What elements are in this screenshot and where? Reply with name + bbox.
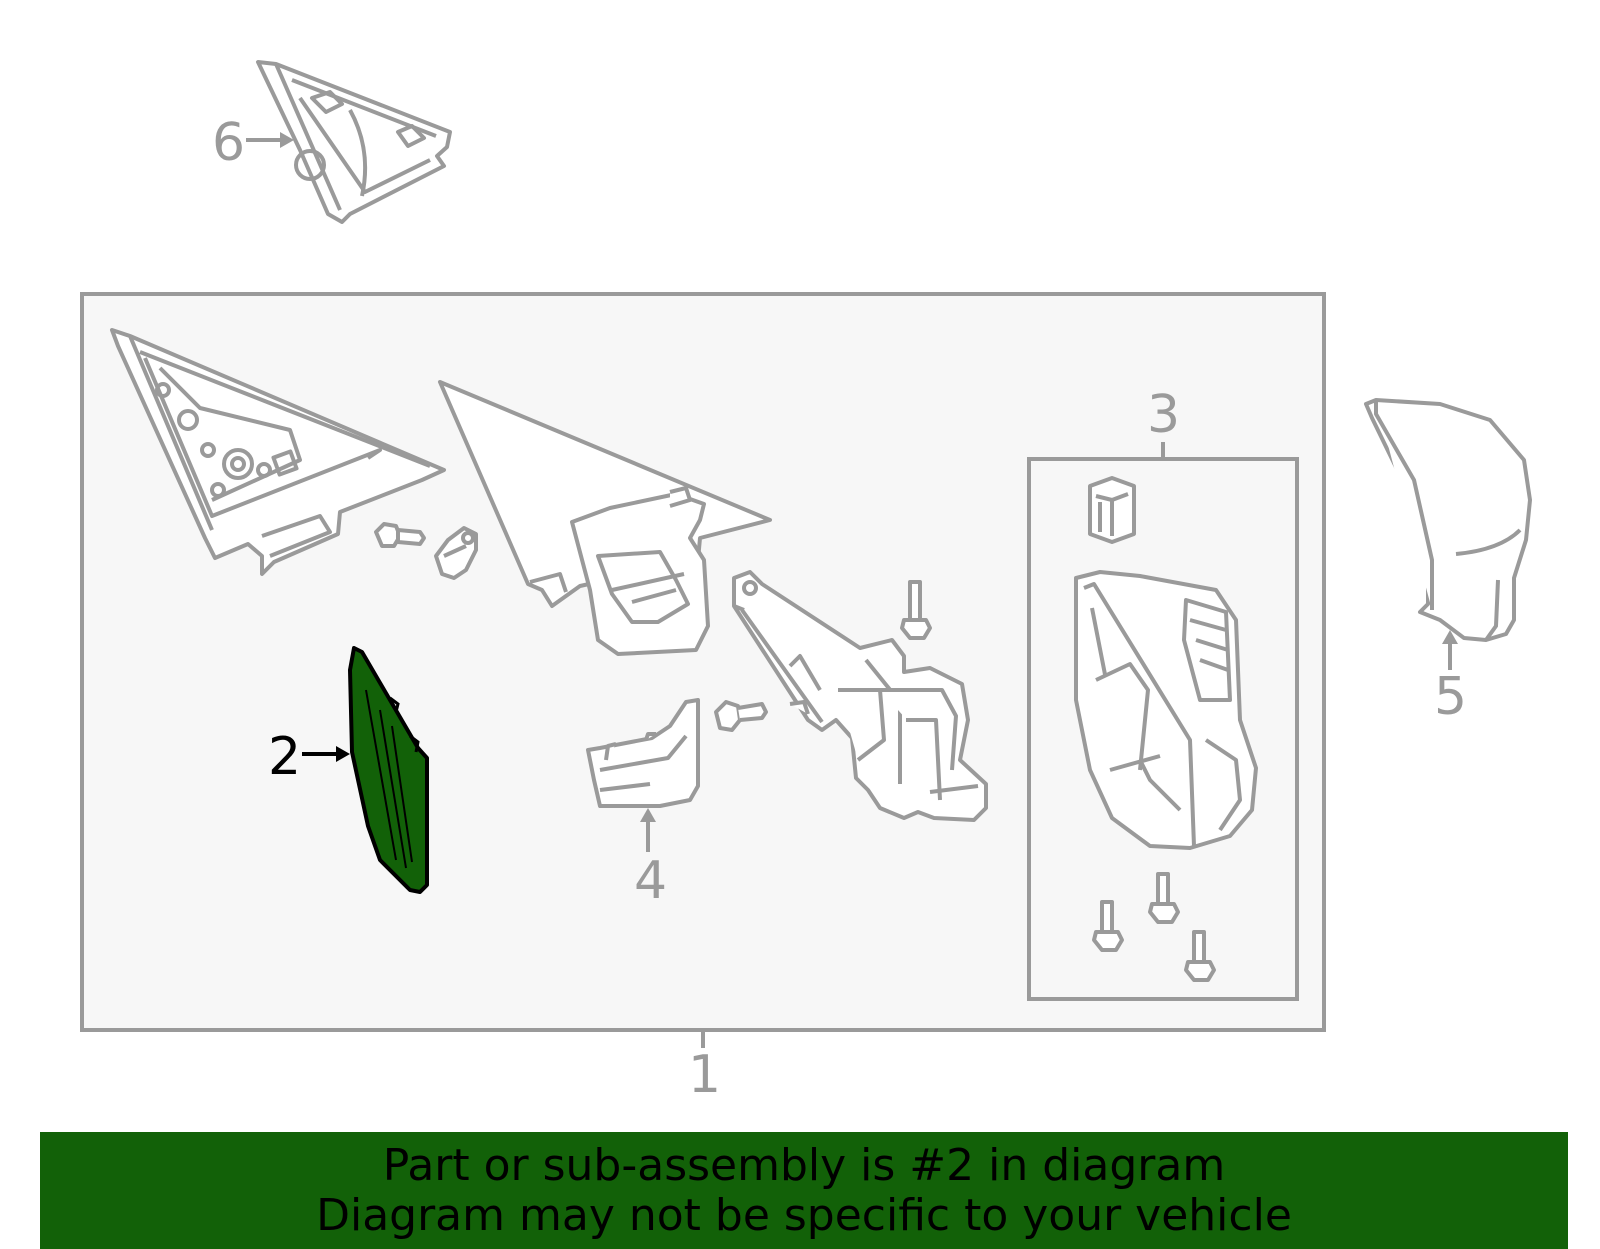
arrow-5-head — [1442, 630, 1458, 644]
part-4-lower-cover — [586, 698, 700, 808]
arrow-6-head — [280, 132, 294, 148]
part-6-corner-garnish — [256, 60, 452, 224]
clip — [434, 526, 478, 580]
screw-upright — [900, 580, 932, 640]
screws-box-3 — [1092, 872, 1216, 982]
callout-1: 1 — [688, 1045, 721, 1105]
part-corner-garnish — [110, 328, 446, 576]
part-3-housing — [1074, 476, 1258, 850]
screw-mid — [714, 700, 768, 732]
callout-3: 3 — [1147, 385, 1180, 445]
part-5-mirror-cap — [1364, 398, 1532, 642]
callout-4: 4 — [634, 851, 667, 911]
part-2-mirror-glass — [348, 646, 429, 894]
screw-small — [374, 522, 426, 548]
callout-2: 2 — [268, 727, 301, 787]
part-mirror-base — [438, 380, 772, 656]
part-actuator-bracket — [732, 570, 988, 822]
arrow-2-head — [336, 746, 350, 762]
callout-5: 5 — [1434, 667, 1467, 727]
banner-line-disclaimer: Diagram may not be specific to your vehi… — [316, 1189, 1292, 1241]
arrow-4-head — [640, 808, 656, 822]
info-banner: Part or sub-assembly is #2 in diagram Di… — [40, 1132, 1568, 1249]
callout-6: 6 — [212, 113, 245, 173]
banner-line-part: Part or sub-assembly is #2 in diagram — [382, 1139, 1226, 1191]
